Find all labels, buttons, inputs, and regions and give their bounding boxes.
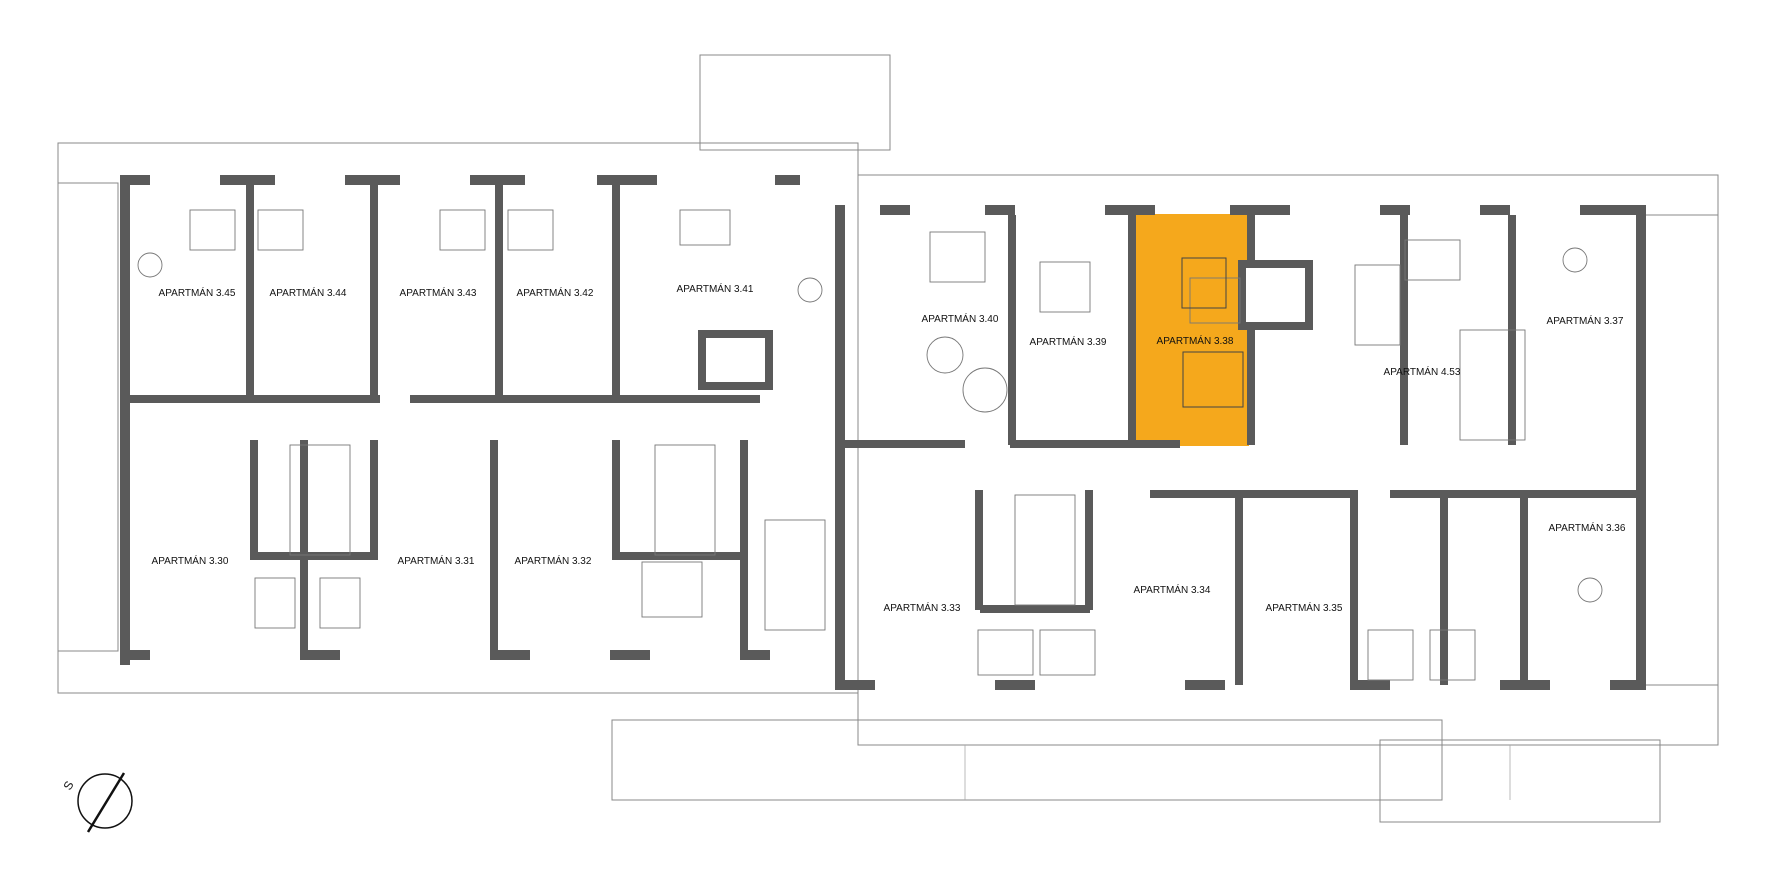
walls-left-block	[120, 175, 800, 665]
terrace-left	[57, 182, 119, 652]
room-label: APARTMÁN 3.35	[1266, 601, 1343, 614]
room-label: APARTMÁN 3.36	[1549, 521, 1626, 534]
room-label: APARTMÁN 3.32	[515, 554, 592, 567]
walls-right-block	[835, 205, 1646, 690]
room-labels: APARTMÁN 3.45 APARTMÁN 3.44 APARTMÁN 3.4…	[152, 282, 1626, 614]
room-label: APARTMÁN 3.31	[398, 554, 475, 567]
room-label: APARTMÁN 3.43	[400, 286, 477, 299]
room-label: APARTMÁN 3.30	[152, 554, 229, 567]
roof-outline	[57, 54, 1719, 823]
highlight-detail	[1181, 257, 1244, 408]
staircases	[289, 264, 1526, 631]
room-label: APARTMÁN 3.45	[159, 286, 236, 299]
north-label: S	[60, 779, 76, 793]
room-label: APARTMÁN 3.34	[1134, 583, 1211, 596]
room-label: APARTMÁN 4.53	[1384, 365, 1461, 378]
north-arrow: S	[60, 772, 133, 833]
room-label: APARTMÁN 3.42	[517, 286, 594, 299]
room-label: APARTMÁN 3.39	[1030, 335, 1107, 348]
room-label: APARTMÁN 3.41	[677, 282, 754, 295]
room-label: APARTMÁN 3.37	[1547, 314, 1624, 327]
room-label: APARTMÁN 3.38	[1157, 334, 1234, 347]
room-label: APARTMÁN 3.40	[922, 312, 999, 325]
room-label: APARTMÁN 3.44	[270, 286, 347, 299]
room-label: APARTMÁN 3.33	[884, 601, 961, 614]
highlight-apartment-3-38[interactable]	[1132, 214, 1249, 446]
furniture	[137, 209, 1603, 681]
terrace-right	[1639, 214, 1719, 686]
